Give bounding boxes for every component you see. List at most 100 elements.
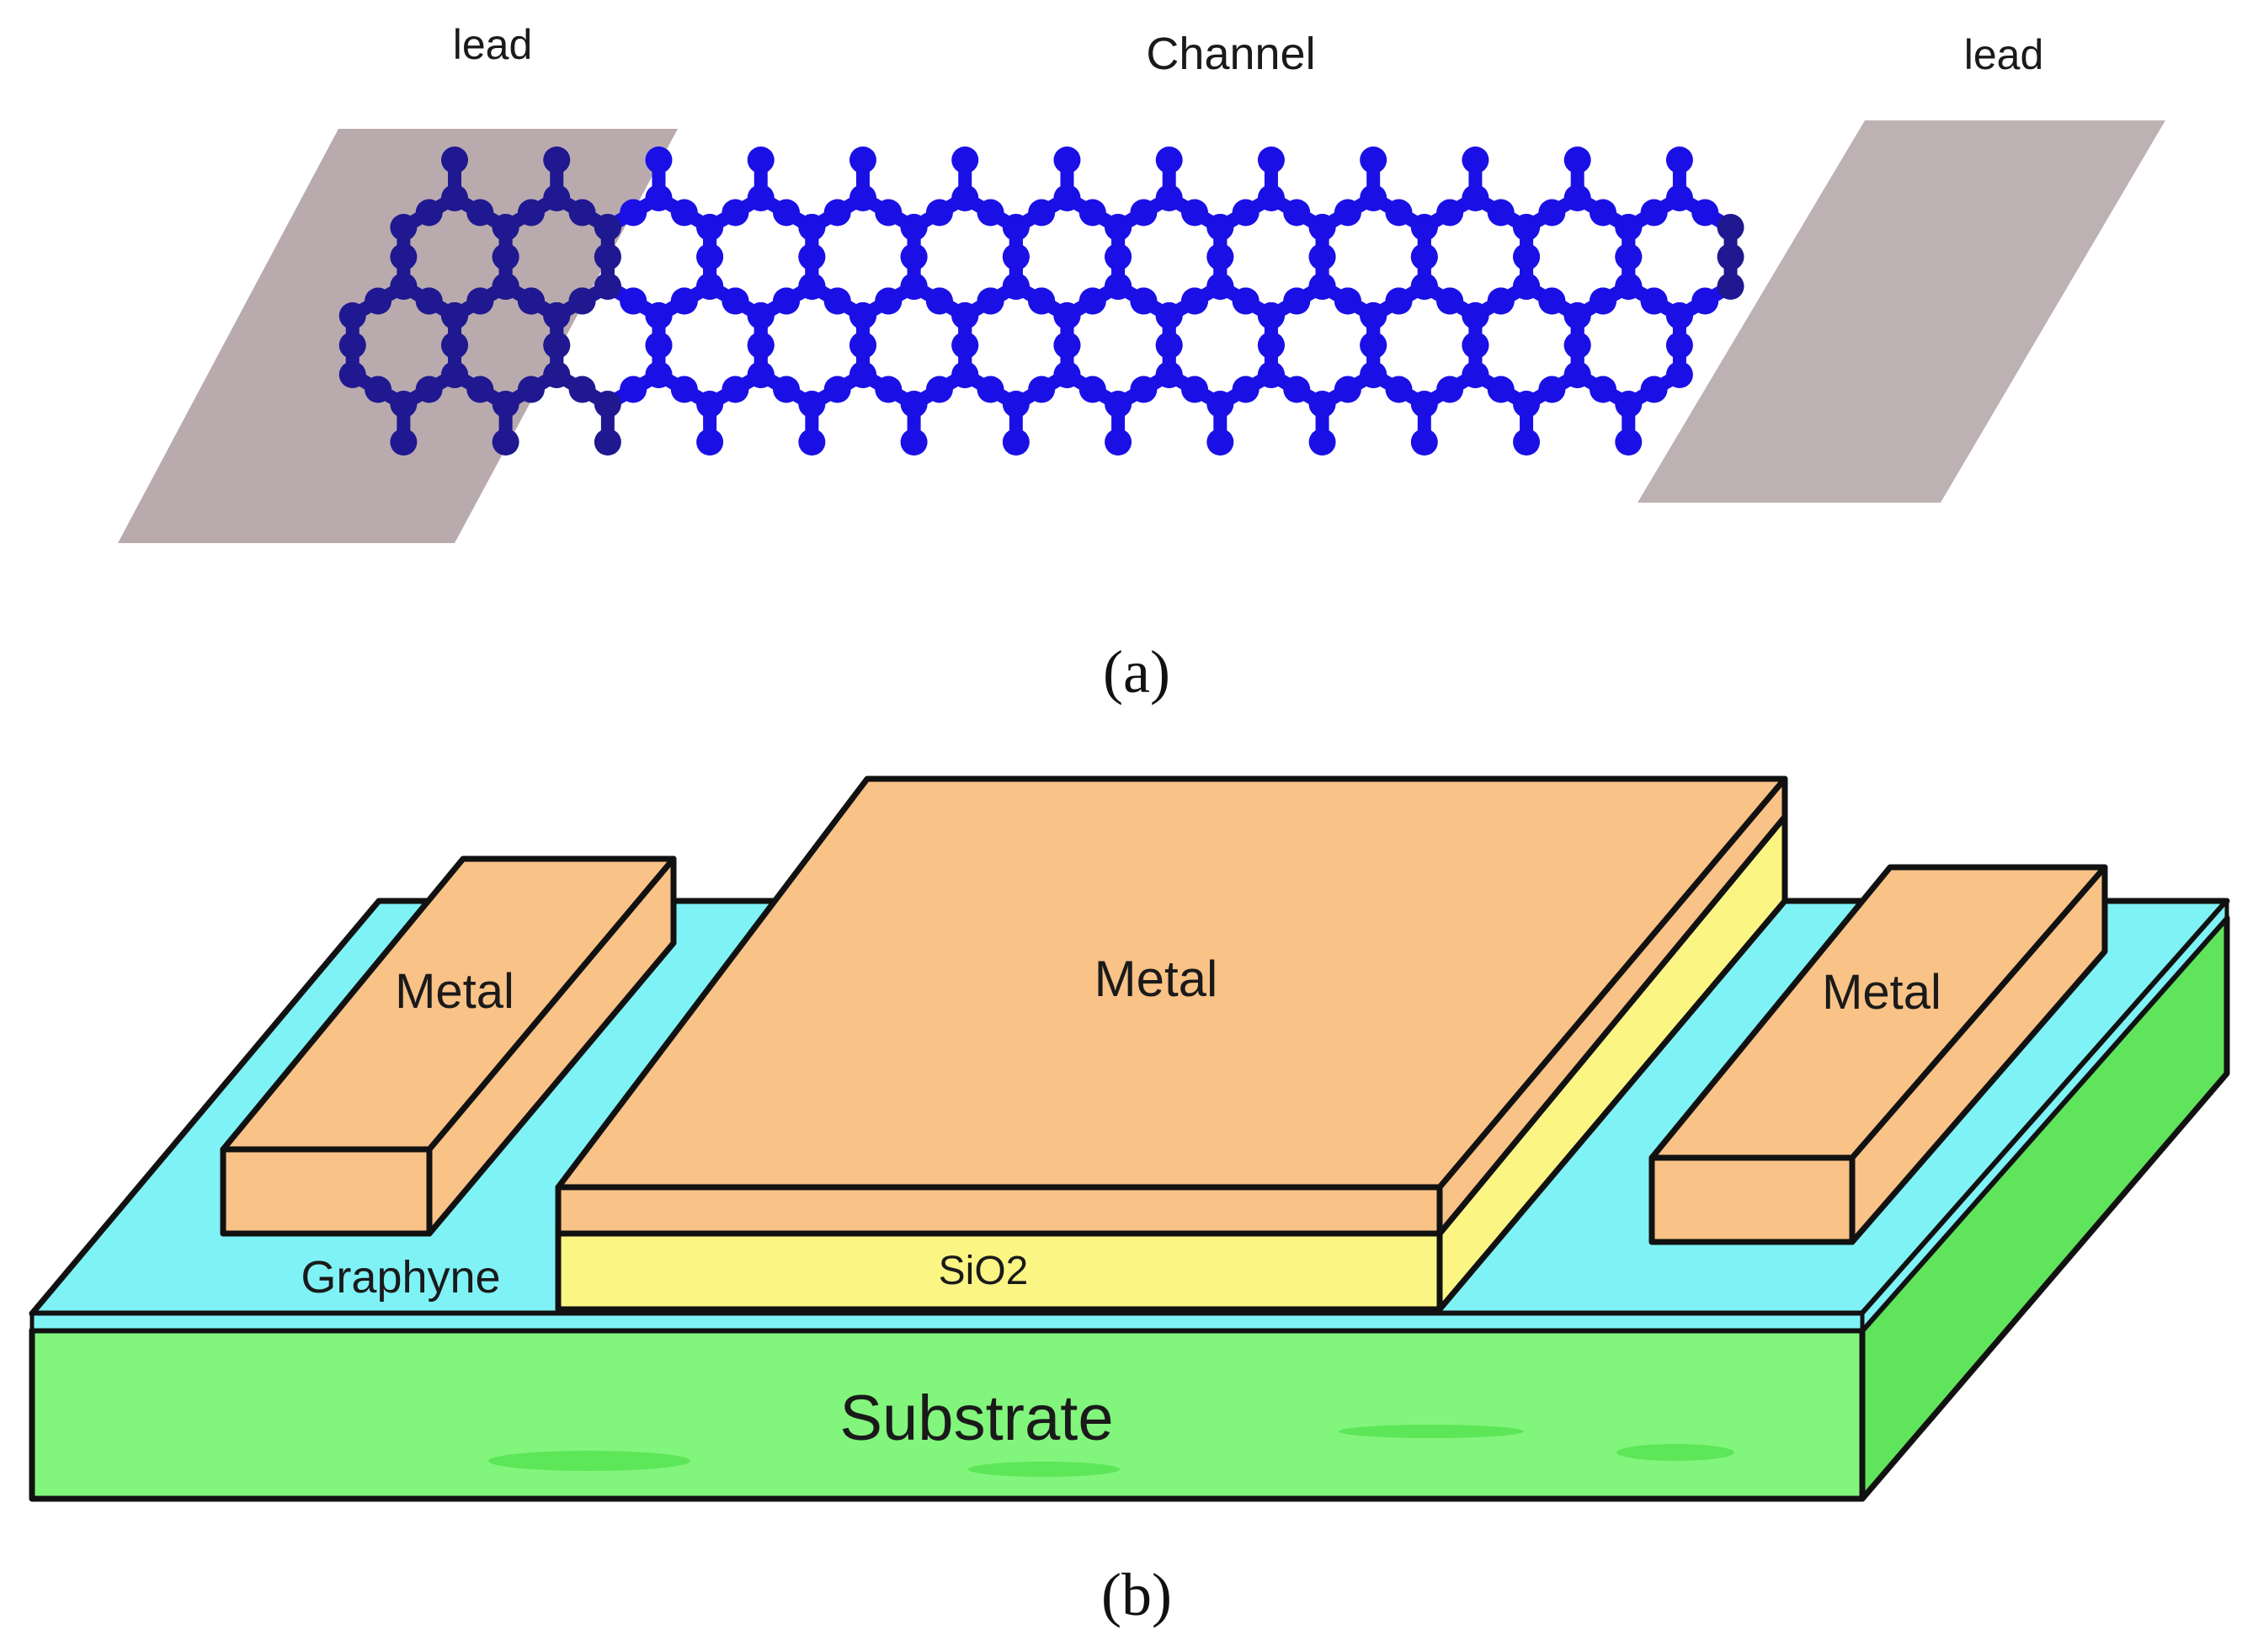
lattice-atom	[875, 376, 903, 403]
lead-region-right	[1638, 120, 2165, 503]
lattice-atom	[1665, 332, 1693, 359]
lattice-atom	[338, 302, 366, 329]
lattice-atom	[1206, 273, 1234, 300]
lattice-atom	[1513, 214, 1541, 241]
lattice-atom	[900, 391, 928, 418]
lattice-atom	[1334, 376, 1361, 403]
lattice-atom	[696, 243, 724, 270]
lattice-atom	[568, 199, 596, 226]
lattice-atom	[722, 376, 749, 403]
lattice-atom	[849, 184, 876, 211]
lattice-atom	[1155, 361, 1183, 388]
lattice-atom	[1181, 287, 1209, 315]
lattice-atom	[1360, 147, 1387, 173]
lattice-atom	[1717, 273, 1744, 300]
lattice-atom	[875, 287, 903, 315]
lattice-atom	[747, 332, 775, 359]
lattice-atom	[1002, 391, 1030, 418]
lattice-atom	[1589, 199, 1616, 226]
lattice-atom	[1691, 199, 1719, 226]
lattice-atom	[773, 376, 801, 403]
lattice-atom	[798, 214, 826, 241]
lattice-atom	[543, 302, 571, 329]
lattice-atom	[696, 391, 724, 418]
lattice-atom	[1385, 287, 1413, 315]
metal-right-front	[1648, 1154, 1856, 1245]
lattice-atom	[492, 214, 519, 241]
lattice-atom	[594, 391, 621, 418]
lead-region-left	[118, 129, 678, 543]
lattice-atom	[594, 429, 621, 456]
lattice-atom	[747, 302, 775, 329]
lattice-atom	[900, 273, 928, 300]
lattice-atom	[492, 391, 519, 418]
lattice-atom	[492, 273, 519, 300]
lattice-atom	[1410, 273, 1438, 300]
lattice-atom	[1615, 214, 1643, 241]
lattice-atom	[441, 332, 468, 359]
lattice-atom	[1206, 243, 1234, 270]
lattice-atom	[722, 199, 749, 226]
lattice-atom	[1615, 429, 1643, 456]
lattice-atom	[1155, 332, 1183, 359]
lattice-atom	[1105, 391, 1132, 418]
lattice-atom	[1308, 429, 1336, 456]
lattice-atom	[390, 243, 418, 270]
lattice-atom	[1462, 147, 1489, 173]
lattice-atom	[1513, 243, 1541, 270]
lattice-atom	[1257, 361, 1285, 388]
lattice-atom	[620, 376, 647, 403]
lattice-atom	[1436, 376, 1464, 403]
lattice-atom	[645, 302, 673, 329]
caption-b: (b)	[1101, 1561, 1172, 1628]
lattice-atom	[390, 214, 418, 241]
lattice-atom	[1257, 332, 1285, 359]
lattice-atom	[338, 361, 366, 388]
lattice-atom	[1563, 147, 1591, 173]
lattice-atom	[594, 214, 621, 241]
lattice-atom	[977, 287, 1004, 315]
lattice-atom	[543, 361, 571, 388]
lattice-atom	[365, 376, 392, 403]
lattice-atom	[338, 332, 366, 359]
lattice-atom	[365, 287, 392, 315]
lattice-atom	[773, 199, 801, 226]
lattice-atom	[1436, 199, 1464, 226]
lattice-atom	[1665, 184, 1693, 211]
lattice-atom	[798, 243, 826, 270]
lattice-atom	[1232, 376, 1259, 403]
lattice-atom	[849, 361, 876, 388]
metal-right-label: Metal	[1822, 965, 1941, 1020]
lead-right-label: lead	[1964, 31, 2044, 78]
lattice-atom	[925, 287, 953, 315]
lattice-atom	[696, 429, 724, 456]
lattice-atom	[1563, 361, 1591, 388]
lattice-atom	[415, 199, 443, 226]
lattice-atom	[620, 287, 647, 315]
lattice-atom	[1105, 273, 1132, 300]
lattice-atom	[492, 429, 519, 456]
lattice-atom	[1487, 376, 1515, 403]
lattice-atom	[1130, 376, 1158, 403]
lattice-atom	[1513, 429, 1541, 456]
lattice-atom	[1002, 243, 1030, 270]
lattice-atom	[1308, 273, 1336, 300]
lattice-atom	[1615, 391, 1643, 418]
lattice-atom	[951, 361, 979, 388]
lattice-atom	[1563, 332, 1591, 359]
lattice-atom	[517, 287, 545, 315]
metal-center-label: Metal	[1094, 951, 1218, 1007]
lattice-atom	[1462, 332, 1489, 359]
lattice-atom	[645, 184, 673, 211]
lattice-atom	[900, 429, 928, 456]
lattice-atom	[1155, 184, 1183, 211]
lattice-atom	[1563, 302, 1591, 329]
substrate-texture	[488, 1425, 1734, 1477]
lattice-atom	[1360, 302, 1387, 329]
lattice-atom	[1155, 302, 1183, 329]
lattice-atom	[875, 199, 903, 226]
lattice-atom	[1105, 429, 1132, 456]
lattice-atom	[798, 273, 826, 300]
channel-label: Channel	[1146, 29, 1315, 79]
